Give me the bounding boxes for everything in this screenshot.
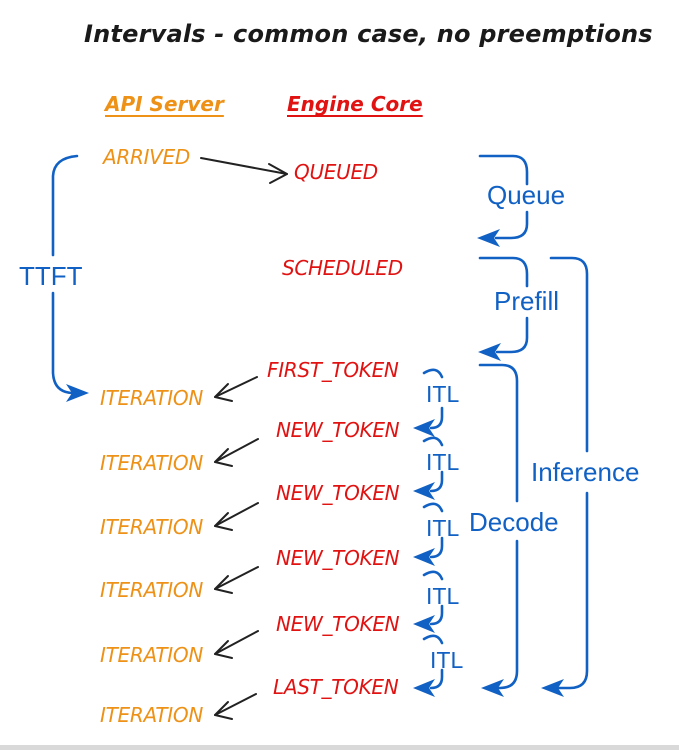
event-iteration: ITERATION [100,451,203,475]
arrowhead-right-icon [66,384,89,402]
arrowhead-left-icon [478,343,501,361]
event-new-token: NEW_TOKEN [276,546,400,570]
interval-label-itl: ITL [426,583,460,609]
arrowhead-left-icon [481,679,504,697]
arrow-new-token-to-iteration [214,566,259,594]
arrow-arrived-to-queued [200,157,288,184]
interval-label-ttft: TTFT [19,261,83,291]
event-iteration: ITERATION [100,515,203,539]
bottom-edge [0,745,679,750]
arrowhead-left-icon [413,482,435,500]
arrowhead-left-icon [413,615,435,633]
column-header-api-server: API Server [105,92,224,116]
arrow-first-token-to-iteration [214,376,258,402]
event-new-token: NEW_TOKEN [276,418,400,442]
interval-label-itl: ITL [426,381,460,407]
interval-label-itl: ITL [426,449,460,475]
interval-label-queue: Queue [487,180,566,210]
event-new-token: NEW_TOKEN [276,612,400,636]
arrowhead-left-icon [541,679,564,697]
arrow-new-token-to-iteration [214,502,259,531]
event-iteration: ITERATION [100,643,203,667]
diagram-title: Intervals - common case, no preemptions [84,20,653,48]
event-iteration: ITERATION [100,386,203,410]
interval-label-itl: ITL [426,515,460,541]
event-queued: QUEUED [294,160,378,184]
event-iteration: ITERATION [100,703,203,727]
arrowhead-left-icon [413,548,435,566]
arrowhead-left-icon [413,419,435,437]
arrow-new-token-to-iteration [214,438,259,467]
column-header-engine-core: Engine Core [287,92,423,116]
arrowhead-left-icon [477,229,500,247]
event-iteration: ITERATION [100,578,203,602]
event-scheduled: SCHEDULED [282,256,403,280]
interval-label-inference: Inference [531,457,640,487]
event-last-token: LAST_TOKEN [273,675,399,699]
interval-label-prefill: Prefill [494,286,560,316]
event-arrived: ARRIVED [103,145,190,169]
arrowhead-left-icon [413,679,435,697]
interval-label-itl: ITL [430,647,464,673]
event-new-token: NEW_TOKEN [276,481,400,505]
arrow-new-token-to-iteration [214,630,259,659]
interval-label-decode: Decode [469,507,559,537]
event-first-token: FIRST_TOKEN [267,358,399,382]
arrow-last-token-to-iteration [214,693,257,720]
